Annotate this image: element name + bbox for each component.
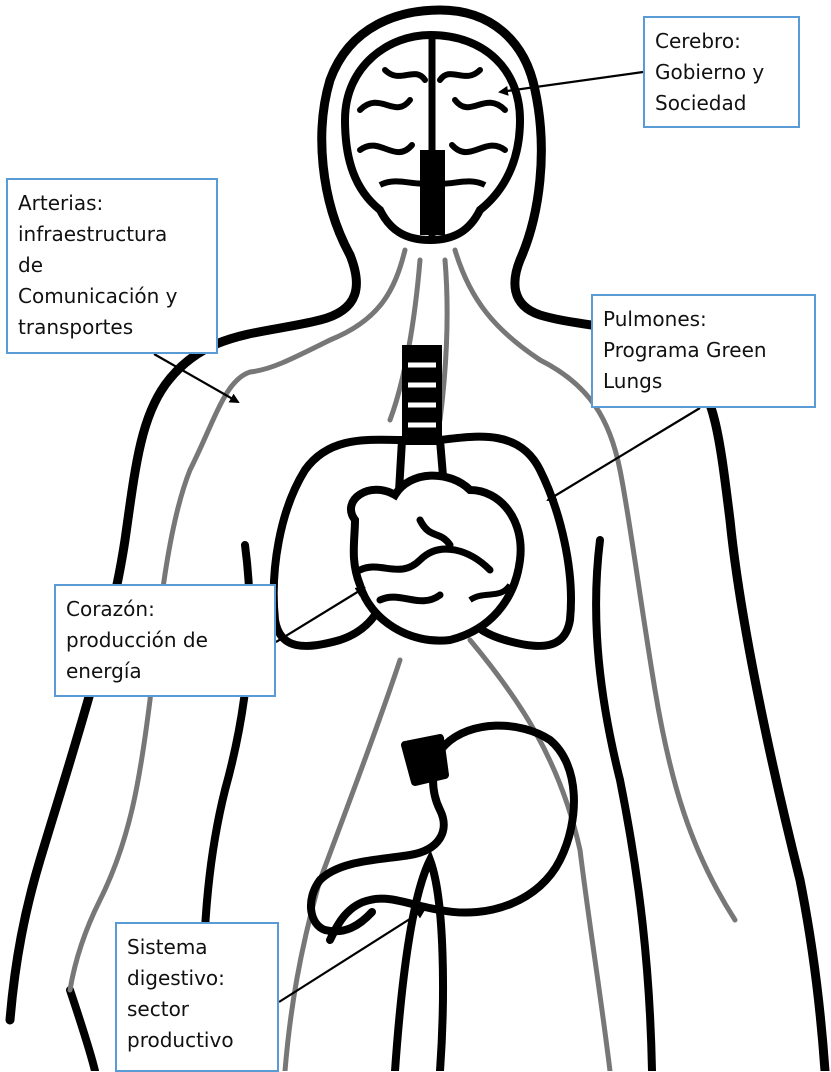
arrow-brain xyxy=(500,72,643,92)
label-arteries-line: de xyxy=(18,250,206,281)
label-heart-line: producción de xyxy=(66,625,264,656)
label-digestive-line: sector xyxy=(127,994,267,1025)
trachea xyxy=(402,345,442,445)
stomach xyxy=(311,726,574,940)
label-arteries: Arterias: infraestructura de Comunicació… xyxy=(6,178,218,354)
label-lungs-line: Lungs xyxy=(603,366,804,397)
label-lungs-line: Programa Green xyxy=(603,335,804,366)
label-brain-line: Sociedad xyxy=(655,88,788,119)
label-brain-line: Gobierno y xyxy=(655,57,788,88)
label-digestive-line: digestivo: xyxy=(127,963,267,994)
label-arteries-line: transportes xyxy=(18,312,206,343)
label-heart: Corazón: producción de energía xyxy=(54,584,276,697)
label-arteries-line: Arterias: xyxy=(18,188,206,219)
label-arteries-line: infraestructura xyxy=(18,219,206,250)
brain xyxy=(345,35,520,240)
label-digestive-line: Sistema xyxy=(127,932,267,963)
label-heart-line: Corazón: xyxy=(66,594,264,625)
label-brain: Cerebro: Gobierno y Sociedad xyxy=(643,16,800,128)
label-digestive: Sistema digestivo: sector productivo xyxy=(115,922,279,1072)
label-brain-line: Cerebro: xyxy=(655,26,788,57)
label-lungs-line: Pulmones: xyxy=(603,304,804,335)
label-digestive-line: productivo xyxy=(127,1025,267,1056)
label-heart-line: energía xyxy=(66,656,264,687)
label-arteries-line: Comunicación y xyxy=(18,281,206,312)
label-lungs: Pulmones: Programa Green Lungs xyxy=(591,294,816,408)
heart xyxy=(351,476,521,641)
